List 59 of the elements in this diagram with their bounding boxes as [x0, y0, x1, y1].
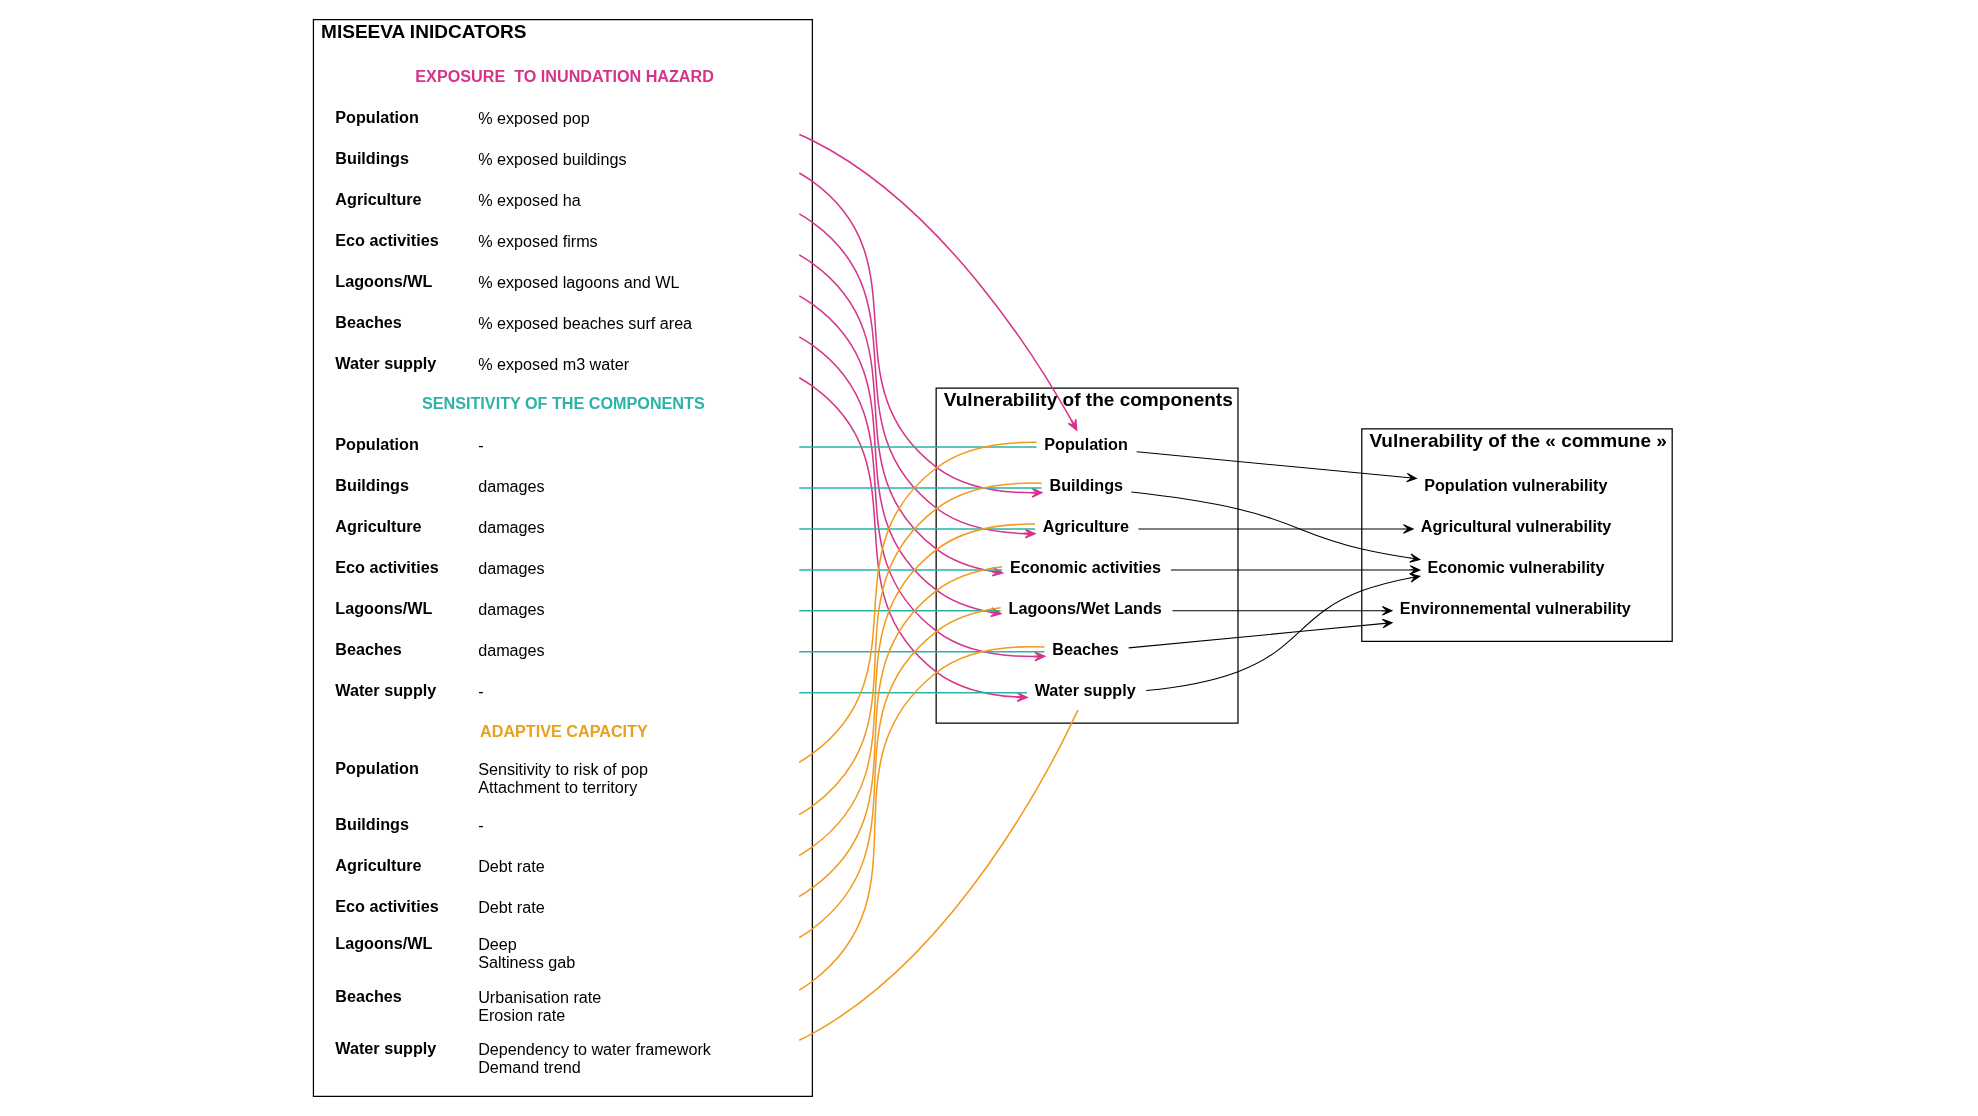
node-text: Buildings	[1049, 475, 1124, 494]
node-text: Buildings -	[335, 815, 484, 835]
node-text: Population -	[335, 435, 484, 455]
node-text: Eco activities % exposed firms	[335, 230, 598, 250]
node-text: Eco activities Debt rate	[335, 897, 545, 917]
node-text: Buildings damages	[335, 476, 545, 496]
node-text: Agriculture % exposed ha	[335, 189, 581, 209]
arrow	[798, 133, 1078, 431]
node-text: Economic activities	[1009, 557, 1161, 576]
arrow	[1171, 606, 1393, 616]
node-text: Population	[1044, 435, 1128, 454]
connector	[798, 528, 1036, 530]
node-text: Economic vulnerability	[1427, 557, 1605, 576]
arrow	[1137, 524, 1414, 534]
node-text: Population Sensitivity to risk of pop Attachment to territory	[335, 759, 649, 797]
label: ADAPTIVE CAPACITY	[480, 721, 648, 740]
arrow	[1136, 451, 1417, 483]
node-text: Population % exposed pop	[335, 107, 590, 127]
node-text: Beaches % exposed beaches surf area	[335, 312, 693, 332]
node-text: Buildings % exposed buildings	[335, 148, 627, 168]
node-text: Eco activities damages	[335, 558, 545, 578]
arrow	[1130, 491, 1421, 563]
node-text: Agriculture	[1042, 516, 1130, 535]
arrow	[1145, 573, 1421, 692]
arrow	[1128, 618, 1393, 649]
node-text: Agriculture Debt rate	[335, 856, 545, 876]
connector	[798, 646, 1046, 991]
connector	[798, 610, 1002, 612]
label: EXPOSURE TO INUNDATION HAZARD	[415, 66, 714, 85]
node-text: Beaches Urbanisation rate Erosion rate	[335, 986, 602, 1024]
node-text: Lagoons/WL % exposed lagoons and WL	[335, 271, 680, 291]
node-text: Agricultural vulnerability	[1420, 516, 1612, 535]
node-text: Water supply -	[335, 681, 484, 701]
node-text: Lagoons/WL Deep Saltiness gab	[335, 934, 576, 972]
connector	[798, 441, 1038, 764]
arrow	[1170, 565, 1421, 575]
node-text: Water supply	[1034, 680, 1136, 699]
connector	[798, 651, 1046, 653]
node-text: Water supply Dependency to water framework Demand trend	[335, 1039, 711, 1077]
node-text: Water supply % exposed m3 water	[335, 353, 630, 373]
connector	[798, 691, 1028, 694]
node-text: Environnemental vulnerability	[1399, 598, 1631, 617]
node-text: Lagoons/WL damages	[335, 599, 545, 619]
connector	[798, 569, 1003, 571]
arrow	[798, 172, 1043, 498]
node-text: Beaches damages	[335, 640, 545, 660]
label: SENSITIVITY OF THE COMPONENTS	[421, 394, 705, 413]
connector	[798, 446, 1038, 448]
connector	[798, 487, 1043, 489]
connector	[798, 709, 1079, 1041]
node-text: Population vulnerability	[1424, 475, 1608, 494]
node-text: Agriculture damages	[335, 517, 545, 537]
node-text: Lagoons/Wet Lands	[1008, 598, 1162, 617]
arrow	[798, 213, 1036, 539]
arrow	[798, 336, 1046, 662]
connector	[798, 523, 1036, 857]
arrow	[798, 376, 1028, 703]
connector	[798, 482, 1043, 816]
node-text: Beaches	[1052, 639, 1119, 658]
